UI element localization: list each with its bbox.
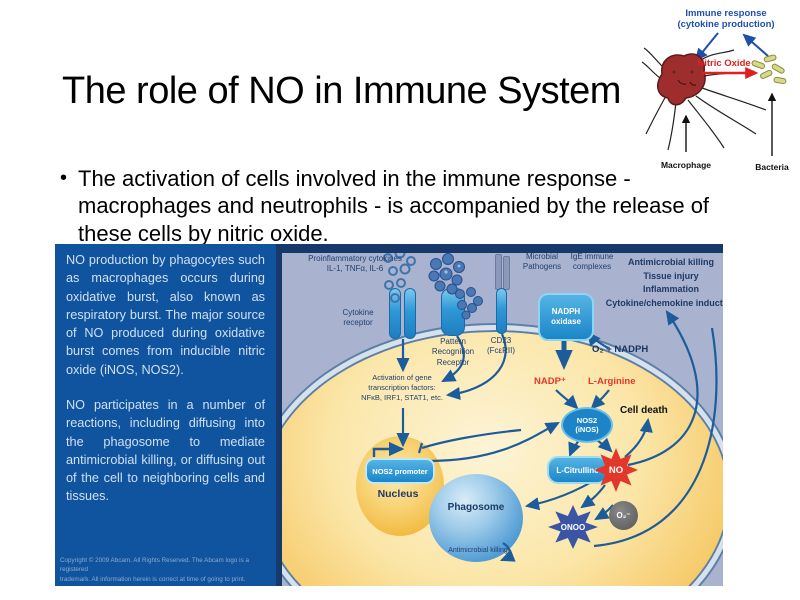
o2-nadph-label: O₂ + NADPH — [592, 344, 649, 355]
proinflammatory-label: Proinflammatory cytokines IL-1, TNFα, IL… — [286, 254, 424, 275]
prr-line2: Recognition — [431, 347, 475, 357]
signal-arrows — [372, 310, 718, 562]
nos2-line2: (iNOS) — [575, 425, 599, 434]
no-burst: NO — [594, 448, 638, 492]
microbial-pathogens-label: Microbial Pathogens — [504, 252, 580, 273]
macrophage-label: Macrophage — [661, 160, 711, 170]
diagram-top-border — [276, 244, 723, 253]
outcomes-label: Antimicrobial killing Tissue injury Infl… — [601, 256, 723, 310]
cd23-receptor-bar — [496, 288, 507, 334]
cytokine-receptor-label: Cytokine receptor — [332, 308, 384, 329]
nadph-oxidase-box: NADPH oxidase — [538, 293, 594, 341]
nos2-promoter-box: NOS2 promoter — [365, 458, 435, 484]
inset-caption-line2: (cytokine production) — [677, 19, 774, 30]
cytokine-receptor-line1: Cytokine — [342, 308, 374, 317]
outcome-antimicrobial: Antimicrobial killing — [627, 257, 714, 267]
proinflammatory-line2: IL-1, TNFα, IL-6 — [326, 264, 384, 274]
activation-line2: transcription factors: — [368, 383, 436, 393]
prr-line3: Receptor — [436, 357, 470, 367]
l-arginine-label: L-Arginine — [588, 376, 636, 387]
activation-line3: NFκB, IRF1, STAT1, etc. — [361, 393, 443, 403]
ige-line1: IgE immune — [570, 252, 614, 261]
bacteria-label: Bacteria — [755, 162, 789, 172]
cd23-line1: CD23 — [490, 336, 512, 345]
cytokine-dots — [383, 247, 416, 303]
cytokine-receptor-line2: receptor — [343, 318, 373, 328]
nadp-label: NADP⁺ — [534, 376, 566, 387]
macrophage-dimples — [672, 70, 697, 86]
panel-paragraph-2: NO participates in a number of reactions… — [66, 397, 265, 504]
bacteria-rods — [751, 54, 787, 85]
outcome-cytokine-induction: Cytokine/chemokine induction — [605, 297, 723, 308]
ige-immune-complexes-label: IgE immune complexes — [560, 252, 624, 273]
onoo-burst: ONOO — [548, 505, 598, 549]
nadph-line2: oxidase — [551, 317, 581, 326]
page-title: The role of NO in Immune System — [62, 70, 621, 112]
proinflammatory-line1: Proinflammatory cytokines — [308, 254, 402, 263]
nucleus-label: Nucleus — [377, 488, 419, 500]
ige-complex-bar-2 — [503, 256, 510, 290]
info-panel-text: NO production by phagocytes such as macr… — [55, 244, 276, 506]
ige-line2: complexes — [572, 262, 612, 272]
pathway-arrows — [372, 247, 718, 562]
microbial-line1: Microbial — [525, 252, 558, 261]
bullet-item: • The activation of cells involved in th… — [60, 165, 736, 247]
no-pathway-diagram: Phagosome — [276, 244, 723, 586]
prr-label: Pattern Recognition Receptor — [424, 337, 482, 368]
macrophage-inset-svg: Immune response (cytokine production) — [641, 8, 789, 172]
superoxide-circle: O₂⁻ — [609, 501, 638, 530]
label-pointer-arrows — [681, 92, 777, 156]
antimicrobial-killing-label: Antimicrobial killing — [448, 547, 508, 554]
nadph-line1: NADPH — [551, 307, 581, 316]
copyright-notice: Copyright © 2009 Abcam. All Rights Reser… — [60, 556, 272, 584]
cd23-line2: (FcεRII) — [486, 346, 515, 356]
bullet-marker: • — [60, 167, 68, 189]
cytokine-receptor-bar-2 — [404, 288, 416, 339]
macrophage-inset-figure: Immune response (cytokine production) — [640, 0, 800, 182]
prr-line1: Pattern — [440, 337, 466, 346]
gene-activation-label: Activation of gene transcription factors… — [342, 373, 462, 403]
outcome-tissue-injury: Tissue injury — [643, 270, 699, 281]
bullet-text: The activation of cells involved in the … — [78, 166, 710, 246]
outcome-inflammation: Inflammation — [642, 284, 699, 294]
pathogen-clusters — [428, 253, 483, 320]
panel-paragraph-1: NO production by phagocytes such as macr… — [66, 253, 265, 377]
phagosome-label: Phagosome — [447, 502, 505, 513]
nos2-line1: NOS2 — [576, 416, 598, 425]
inset-caption-line1: Immune response — [685, 8, 766, 19]
activation-line1: Activation of gene — [372, 373, 432, 382]
nitric-oxide-label: Nitric Oxide — [697, 58, 750, 69]
microbial-line2: Pathogens — [522, 262, 562, 272]
macrophage-body — [657, 53, 706, 106]
diagram-left-border — [276, 244, 282, 586]
info-panel: NO production by phagocytes such as macr… — [55, 244, 276, 586]
cd23-label: CD23 (FcεRII) — [476, 336, 526, 357]
cell-death-label: Cell death — [620, 405, 668, 416]
copyright-line1: Copyright © 2009 Abcam. All Rights Reser… — [60, 556, 249, 574]
copyright-line2: trademark. All information herein is cor… — [60, 575, 246, 583]
cytokine-arrows — [694, 32, 769, 62]
nos2-inos-node: NOS2 (iNOS) — [561, 407, 613, 443]
